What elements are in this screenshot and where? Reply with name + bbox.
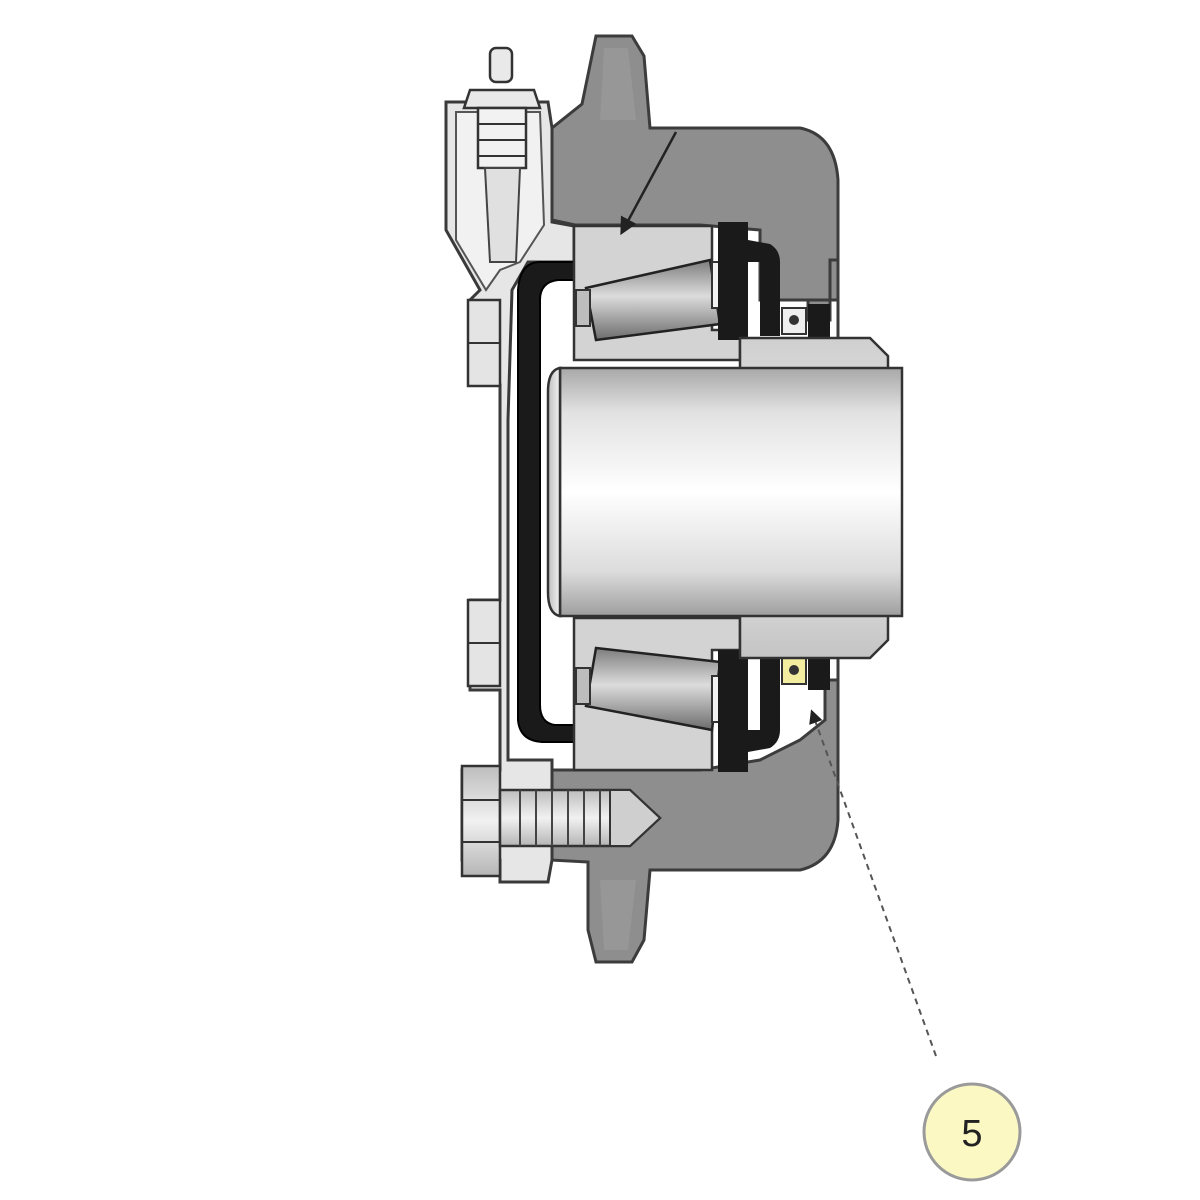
outer-seal-rings [718,222,830,772]
bearing-cup-arrow [620,131,678,236]
hex-nut-upper [466,298,502,388]
callout-leader-line [809,709,937,1057]
hex-bolt-icon [460,764,662,878]
callout-number: 5 [961,1113,982,1155]
callout-bubble: 5 [922,1082,1022,1182]
hex-nut-lower [466,598,502,688]
upper-bearing [572,224,742,362]
grease-zerk-icon [462,46,542,263]
o-ring-lower [781,657,807,685]
o-ring-upper [781,307,807,335]
lower-bearing [572,616,742,772]
axle-shaft [546,366,904,618]
